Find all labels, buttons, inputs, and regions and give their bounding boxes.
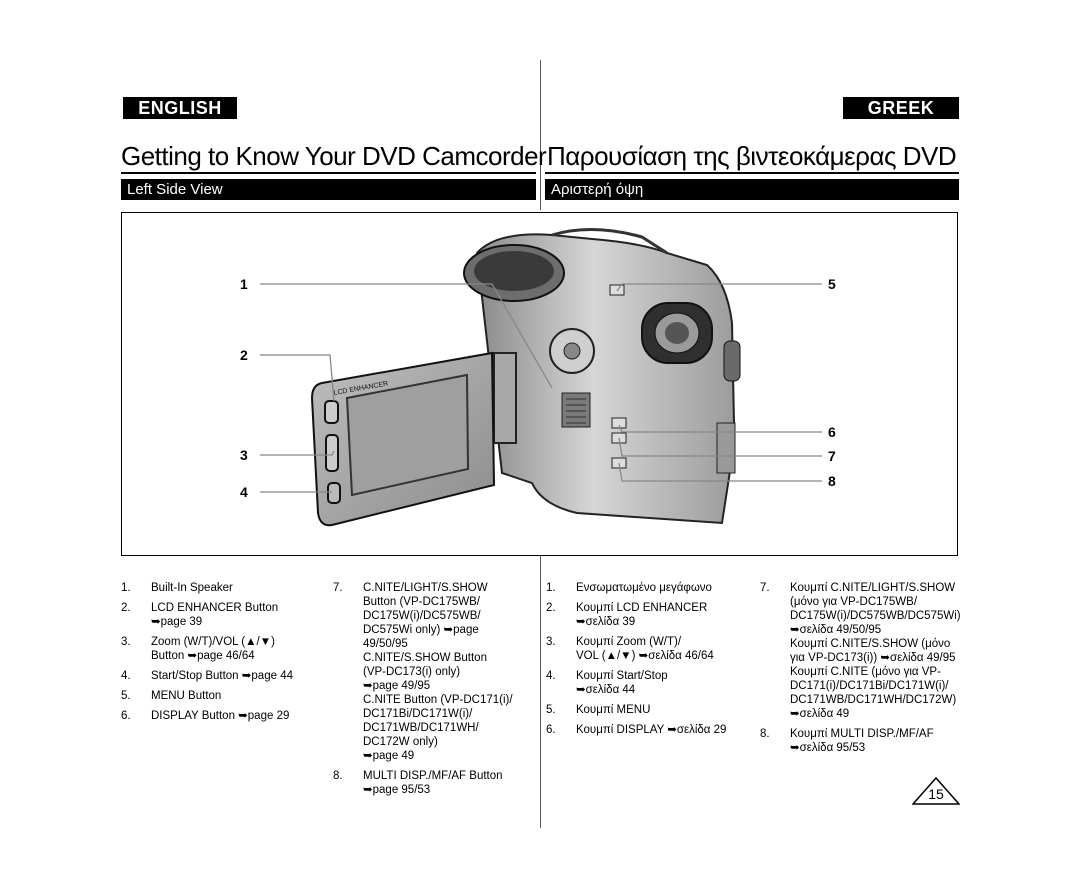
callout-1: 1 [240, 276, 248, 292]
camcorder-illustration: LCD ENHANCER [260, 228, 822, 527]
page-number: 15 [928, 786, 944, 802]
page-number-badge: 15 [911, 776, 961, 810]
callout-3: 3 [240, 447, 248, 463]
column-divider-top [540, 60, 541, 210]
start-stop-button [327, 482, 341, 504]
callout-6: 6 [828, 424, 836, 440]
title-rule-left [121, 172, 536, 174]
column-divider-bottom [540, 556, 541, 828]
button-cnite [611, 417, 627, 429]
list-item: 5.MENU Button [121, 690, 222, 702]
callout-2: 2 [240, 347, 248, 363]
english-list-2: 7.C.NITE/LIGHT/S.SHOW Button (VP-DC175WB… [333, 581, 538, 803]
speaker-grille [561, 392, 591, 428]
list-item: 6.Κουμπί DISPLAY ➥σελίδα 29 [546, 724, 727, 736]
page-title-greek: Παρουσίαση της βιντεοκάμερας DVD [547, 141, 957, 171]
page-title-english: Getting to Know Your DVD Camcorder [121, 141, 547, 171]
list-item: 6.DISPLAY Button ➥page 29 [121, 710, 290, 722]
callout-7: 7 [828, 448, 836, 464]
callout-4: 4 [240, 484, 248, 500]
list-item: 1.Built-In Speaker [121, 582, 233, 594]
greek-list-2: 7.Κουμπί C.NITE/LIGHT/S.SHOW (μόνο για V… [760, 581, 965, 761]
lcd-screen [345, 373, 470, 497]
english-list-1: 1.Built-In Speaker 2.LCD ENHANCER Button… [121, 581, 321, 729]
list-item: 8.MULTI DISP./MF/AF Button ➥page 95/53 [333, 770, 503, 796]
list-item: 3.Κουμπί Zoom (W/T)/ VOL (▲/▼) ➥σελίδα 4… [546, 636, 714, 662]
list-item: 4.Κουμπί Start/Stop ➥σελίδα 44 [546, 670, 668, 696]
lcd-hinge [493, 352, 517, 444]
list-item: 8.Κουμπί MULTI DISP./MF/AF ➥σελίδα 95/53 [760, 728, 934, 754]
section-header-greek: Αριστερή όψη [545, 179, 959, 200]
zoom-vol-button [325, 434, 339, 472]
lang-tag-english: ENGLISH [123, 97, 237, 119]
list-item: 7.C.NITE/LIGHT/S.SHOW Button (VP-DC175WB… [333, 582, 513, 762]
list-item: 2.LCD ENHANCER Button ➥page 39 [121, 602, 279, 628]
camcorder-figure: LCD ENHANCER 1 2 3 4 5 6 7 8 [121, 212, 958, 556]
greek-list-1: 1.Ενσωματωμένο μεγάφωνο 2.Κουμπί LCD ENH… [546, 581, 751, 743]
callout-8: 8 [828, 473, 836, 489]
lang-tag-greek: GREEK [843, 97, 959, 119]
list-item: 4.Start/Stop Button ➥page 44 [121, 670, 293, 682]
callout-5: 5 [828, 276, 836, 292]
list-item: 7.Κουμπί C.NITE/LIGHT/S.SHOW (μόνο για V… [760, 582, 961, 720]
section-header-english: Left Side View [121, 179, 536, 200]
lcd-enhancer-button [324, 400, 339, 424]
list-item: 3.Zoom (W/T)/VOL (▲/▼) Button ➥page 46/6… [121, 636, 275, 662]
list-item: 5.Κουμπί MENU [546, 704, 651, 716]
list-item: 2.Κουμπί LCD ENHANCER ➥σελίδα 39 [546, 602, 708, 628]
list-item: 1.Ενσωματωμένο μεγάφωνο [546, 582, 712, 594]
title-rule-right [545, 172, 959, 174]
page-triangle-icon [911, 776, 961, 805]
